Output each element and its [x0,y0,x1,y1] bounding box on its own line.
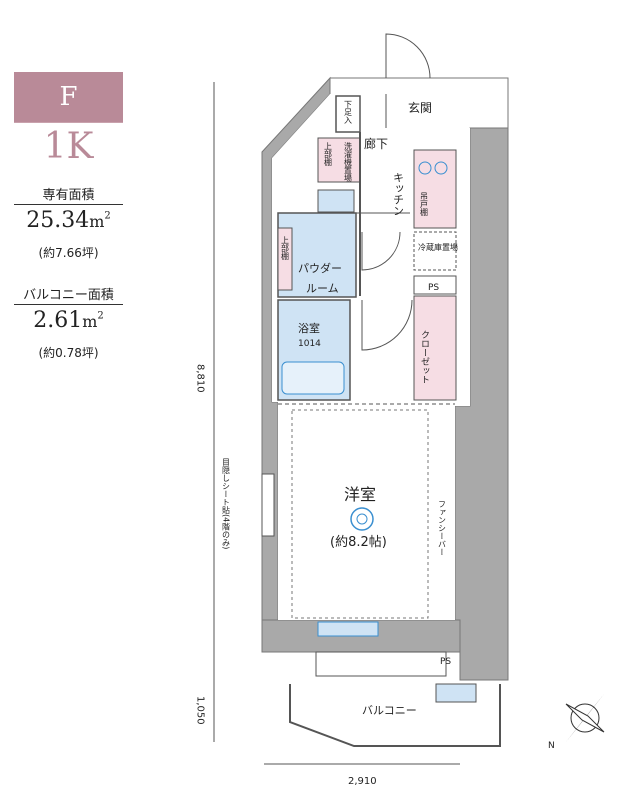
balcony-area-sup: 2 [97,310,104,322]
stove-burner-icon [418,161,432,175]
unit-info-panel: F 1K 専有面積 25.34m2 (約7.66坪) バルコニー面積 2.61m… [0,0,140,799]
balcony-area-label: バルコニー面積 [23,288,114,303]
fridge-space-label: 冷蔵庫置場 [418,242,458,252]
pipe-space-box [413,275,457,295]
washer-space [317,137,361,183]
exclusive-area-number: 25.34 [26,208,90,233]
top-shelf-label: 上部棚 [324,142,333,167]
powder-door-swing [361,231,401,271]
western-room-size-label: (約8.2帖) [330,535,387,550]
closet [413,295,457,401]
ceiling-light-icon [350,507,374,531]
balcony-area-unit: m [82,312,98,331]
room-door-swing [361,299,413,351]
exclusive-area-unit: m [89,212,105,231]
outdoor-unit [435,683,477,703]
ceiling-light-icon [356,513,368,525]
washer-space-label: 洗濯機置場 [344,141,353,183]
layout-name: 1K [43,126,94,167]
exclusive-area-tsubo: (約7.66坪) [38,246,99,260]
balcony-dimension-label: 1,050 [195,696,206,725]
balcony-area-tsubo: (約0.78坪) [38,346,99,360]
hanging-shelf-label: 吊戸棚 [420,192,429,217]
corridor-label: 廊下 [364,136,388,151]
front-door-swing [385,33,431,79]
compass-icon: N [548,694,605,751]
shoe-box-label: 下足入 [344,100,353,124]
spec-divider [14,204,123,205]
blind-sheet-label: 目隠しシート貼(4階のみ) [222,458,231,549]
powder-room-label-2: ルーム [306,282,339,295]
bath-label: 浴室 [298,321,320,335]
balcony-sash [315,651,447,677]
unit-type-badge: F [14,72,123,122]
compass-north-label: N [548,741,555,751]
western-room-label: 洋室 [344,485,376,504]
spec-divider [14,304,123,305]
bath-size-label: 1014 [298,339,321,349]
top-shelf-label: 上部棚 [281,236,290,261]
fan-shelf-label: ファンシーバー [438,500,447,556]
aircon-unit [317,621,379,637]
pipe-space-label: PS [440,657,451,667]
kitchen-counter [413,149,457,229]
top-shelf-powder [277,227,293,291]
fridge-space [413,231,457,271]
stove-burner-icon [434,161,448,175]
exclusive-area-sup: 2 [104,210,111,222]
closet-label: クローゼット [419,330,430,384]
height-dimension-label: 8,810 [195,364,206,393]
exclusive-area-value: 25.34m2 [14,208,123,233]
western-room-outline [291,409,429,619]
balcony-area-value: 2.61m2 [14,308,123,333]
kitchen-label: キッチン [392,172,405,216]
entrance-label: 玄関 [408,100,432,115]
balcony-area-number: 2.61 [33,308,83,333]
bathtub [281,361,345,395]
balcony-outline [289,684,501,747]
side-window [261,473,275,537]
shoe-box [335,95,361,133]
exclusive-area-label: 専有面積 [42,188,95,203]
balcony-label: バルコニー [362,704,417,717]
washbasin [317,189,355,213]
pipe-space-label: PS [428,283,439,293]
powder-room-label-1: パウダー [298,261,342,275]
badge-divider [14,122,123,123]
width-dimension-label: 2,910 [348,776,377,787]
